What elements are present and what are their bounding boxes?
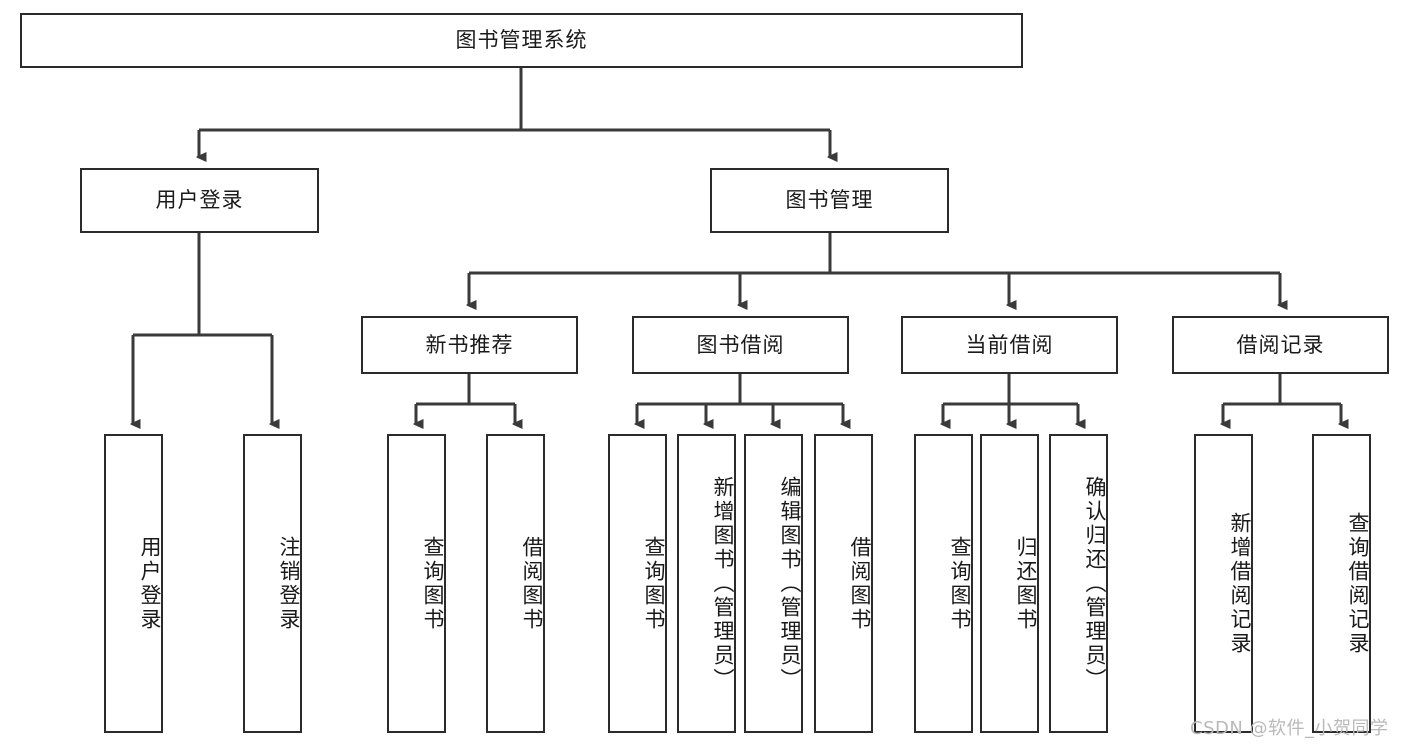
leaf-label: 编辑图书（管理员） <box>778 475 802 692</box>
node-leaf-user-login[interactable]: 用户登录 <box>104 434 163 733</box>
leaf-label: 借阅图书 <box>848 535 872 632</box>
node-leaf-return-book[interactable]: 归还图书 <box>980 434 1039 733</box>
leaf-label: 归还图书 <box>1014 535 1038 632</box>
node-borrow-record[interactable]: 借阅记录 <box>1172 316 1389 374</box>
node-leaf-logout[interactable]: 注销登录 <box>243 434 302 733</box>
node-leaf-query-book-current[interactable]: 查询图书 <box>914 434 973 733</box>
csdn-watermark: CSDN @软件_小贺同学 <box>1190 718 1389 739</box>
leaf-label: 查询借阅记录 <box>1346 511 1370 656</box>
node-book-manage[interactable]: 图书管理 <box>710 168 949 233</box>
node-current-borrow[interactable]: 当前借阅 <box>901 316 1118 374</box>
node-leaf-borrow-book-rec[interactable]: 借阅图书 <box>486 434 545 733</box>
node-leaf-query-book-borrow[interactable]: 查询图书 <box>608 434 667 733</box>
node-leaf-edit-book[interactable]: 编辑图书（管理员） <box>744 434 803 733</box>
node-leaf-query-book-rec[interactable]: 查询图书 <box>387 434 446 733</box>
leaf-label: 借阅图书 <box>520 535 544 632</box>
leaf-label: 用户登录 <box>138 535 162 632</box>
leaf-label: 确认归还（管理员） <box>1083 475 1107 692</box>
node-leaf-add-book[interactable]: 新增图书（管理员） <box>677 434 736 733</box>
leaf-label: 查询图书 <box>421 535 445 632</box>
node-leaf-query-borrow-record[interactable]: 查询借阅记录 <box>1312 434 1371 733</box>
node-leaf-confirm-return[interactable]: 确认归还（管理员） <box>1049 434 1108 733</box>
node-new-book-recommend[interactable]: 新书推荐 <box>361 316 578 374</box>
leaf-label: 注销登录 <box>277 535 301 632</box>
node-leaf-add-borrow-record[interactable]: 新增借阅记录 <box>1194 434 1253 733</box>
leaf-label: 新增借阅记录 <box>1228 511 1252 656</box>
node-book-borrow[interactable]: 图书借阅 <box>632 316 849 374</box>
node-root[interactable]: 图书管理系统 <box>20 13 1023 68</box>
node-user-login[interactable]: 用户登录 <box>80 168 319 233</box>
leaf-label: 查询图书 <box>948 535 972 632</box>
leaf-label: 查询图书 <box>642 535 666 632</box>
node-leaf-borrow-book[interactable]: 借阅图书 <box>814 434 873 733</box>
leaf-label: 新增图书（管理员） <box>711 475 735 692</box>
